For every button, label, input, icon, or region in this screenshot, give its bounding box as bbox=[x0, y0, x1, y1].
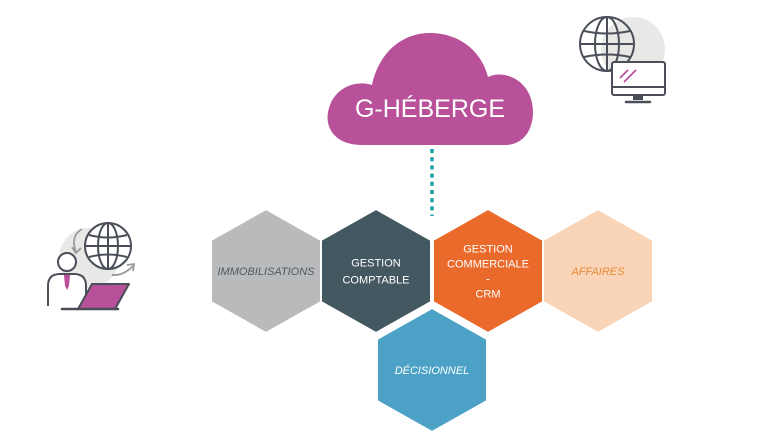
person-icon bbox=[47, 252, 87, 306]
module-gestion-commerciale-crm: GESTION COMMERCIALE - CRM bbox=[432, 207, 544, 335]
modules-group: IMMOBILISATIONS GESTION COMPTABLE GESTION CO… bbox=[210, 207, 654, 434]
remote-worker-icon bbox=[47, 222, 136, 311]
module-label-line: COMPTABLE bbox=[342, 275, 409, 287]
sync-arrows-icon bbox=[71, 228, 136, 276]
globe-icon bbox=[579, 16, 635, 72]
cloud-node: G-HÉBERGE bbox=[327, 33, 533, 145]
cloud-label: G-HÉBERGE bbox=[355, 94, 505, 123]
module-label-line: GESTION bbox=[463, 244, 513, 256]
module-hexagon bbox=[376, 306, 488, 434]
module-label-line: IMMOBILISATIONS bbox=[218, 266, 316, 278]
laptop-icon bbox=[60, 283, 130, 311]
module-decisionnel: DÉCISIONNEL bbox=[376, 306, 488, 434]
cloud-shape bbox=[327, 33, 533, 145]
module-hexagon bbox=[320, 207, 432, 335]
worker-globe-icon bbox=[84, 222, 132, 270]
module-hexagon bbox=[542, 207, 654, 335]
module-label-line: COMMERCIALE bbox=[447, 259, 529, 271]
module-label-line: AFFAIRES bbox=[571, 266, 626, 278]
module-affaires: AFFAIRES bbox=[542, 207, 654, 335]
module-label-line: GESTION bbox=[351, 258, 401, 270]
globe-monitor-icon bbox=[579, 16, 666, 104]
module-hexagon bbox=[432, 207, 544, 335]
module-label-line: - bbox=[486, 274, 490, 286]
module-immobilisations: IMMOBILISATIONS bbox=[210, 207, 322, 335]
module-label-line: DÉCISIONNEL bbox=[395, 364, 470, 377]
module-label-line: CRM bbox=[475, 289, 500, 301]
monitor-icon bbox=[611, 61, 666, 104]
module-gestion-comptable: GESTION COMPTABLE bbox=[320, 207, 432, 335]
